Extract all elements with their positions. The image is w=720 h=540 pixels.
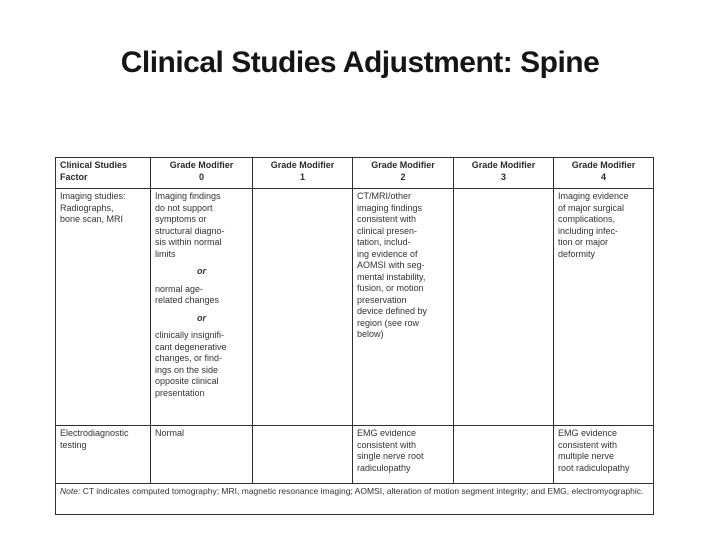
cell-r2-gm1 <box>252 425 353 484</box>
cell-paragraph: normal age- related changes <box>155 283 220 306</box>
table-note: Note: CT indicates computed tomography; … <box>55 483 654 515</box>
cell-paragraph: clinically insignifi- cant degenerative … <box>155 330 227 398</box>
cell-r2-gm0: Normal <box>150 425 253 484</box>
factor-cell-row-2: Electrodiagnostic testing <box>55 425 151 484</box>
cell-r2-gm2: EMG evidence consistent with single nerv… <box>352 425 454 484</box>
table-row-1: Imaging studies: Radiographs, bone scan,… <box>55 188 654 426</box>
cell-r1-gm0: Imaging findings do not support symptoms… <box>150 188 253 426</box>
cell-r2-gm3 <box>453 425 554 484</box>
cell-paragraph: CT/MRI/other imaging findings consistent… <box>357 191 428 339</box>
factor-cell-row-1: Imaging studies: Radiographs, bone scan,… <box>55 188 151 426</box>
header-cell-0: Clinical Studies Factor <box>55 157 151 189</box>
or-separator: or <box>197 266 206 276</box>
slide-title: Clinical Studies Adjustment: Spine <box>120 46 600 79</box>
cell-paragraph: Imaging evidence of major surgical compl… <box>558 191 629 259</box>
cell-r1-gm3 <box>453 188 554 426</box>
cell-r2-gm4: EMG evidence consistent with multiple ne… <box>553 425 654 484</box>
cell-r1-gm1 <box>252 188 353 426</box>
or-separator: or <box>197 312 206 323</box>
cell-r1-gm4: Imaging evidence of major surgical compl… <box>553 188 654 426</box>
note-row: Note: CT indicates computed tomography; … <box>55 483 654 515</box>
header-cell-1: Grade Modifier 0 <box>150 157 253 189</box>
header-cell-3: Grade Modifier 2 <box>352 157 454 189</box>
header-cell-2: Grade Modifier 1 <box>252 157 353 189</box>
header-cell-4: Grade Modifier 3 <box>453 157 554 189</box>
cell-paragraph: Normal <box>155 428 185 438</box>
note-text: CT indicates computed tomography; MRI, m… <box>80 486 644 496</box>
cell-r1-gm2: CT/MRI/other imaging findings consistent… <box>352 188 454 426</box>
note-prefix: Note: <box>60 486 81 496</box>
cell-paragraph: EMG evidence consistent with multiple ne… <box>558 428 630 473</box>
cell-paragraph: Imaging findings do not support symptoms… <box>155 191 225 259</box>
table-row-2: Electrodiagnostic testing Normal EMG evide… <box>55 425 654 484</box>
header-cell-5: Grade Modifier 4 <box>553 157 654 189</box>
cell-paragraph: EMG evidence consistent with single nerv… <box>357 428 424 473</box>
table-body: Imaging studies: Radiographs, bone scan,… <box>55 188 654 515</box>
